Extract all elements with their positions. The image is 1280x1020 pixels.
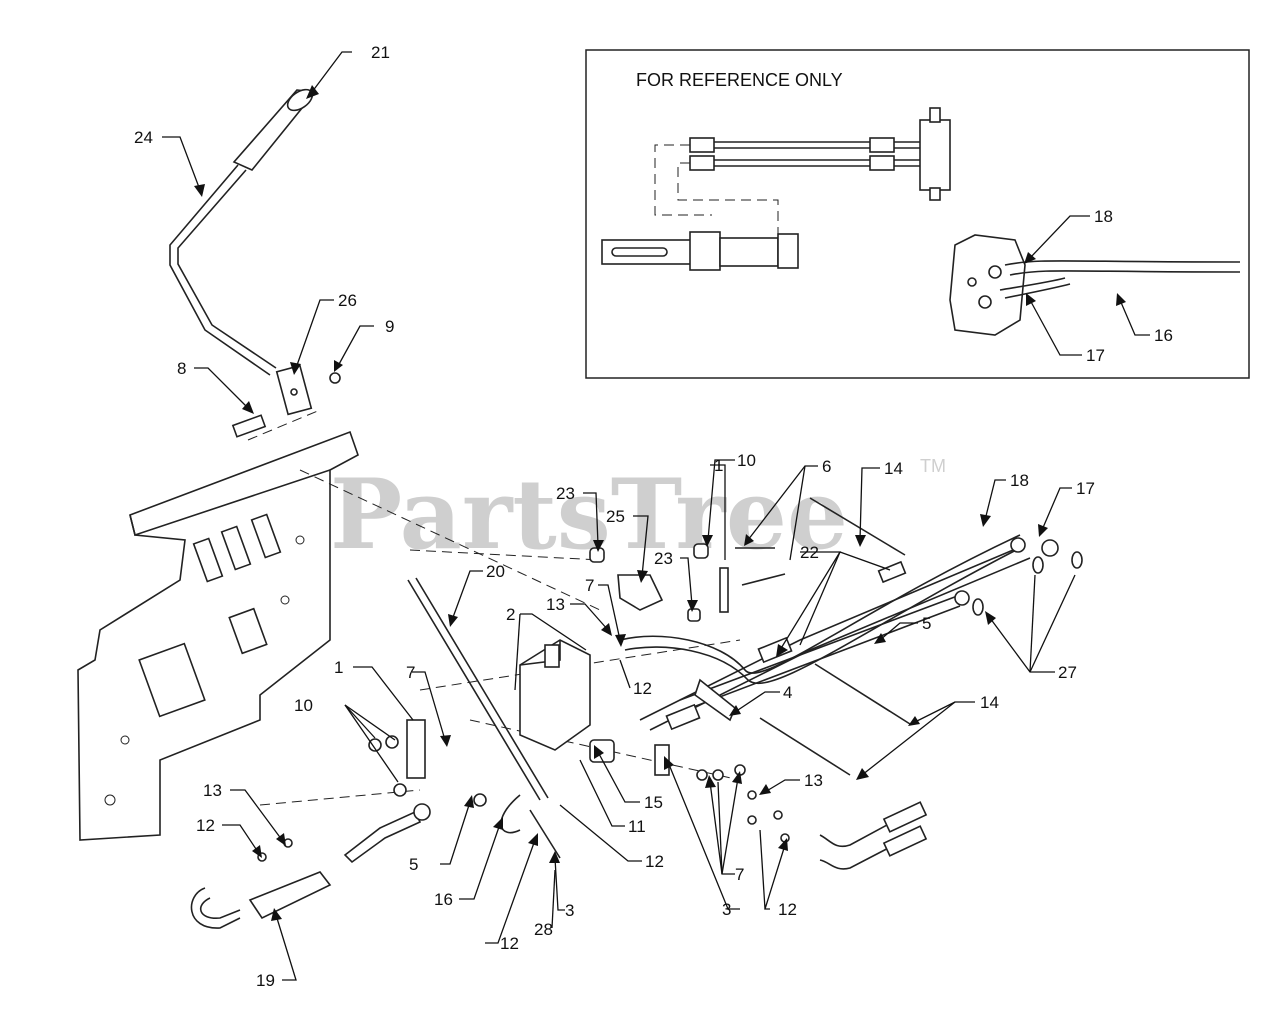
partstree-watermark: PartsTree TM (330, 456, 946, 571)
callout-18-reference: 18 (1094, 207, 1113, 226)
callout-23-right: 23 (654, 549, 673, 568)
frame-panel (77, 430, 359, 841)
hoses-lower (190, 577, 928, 929)
callout-20: 20 (486, 562, 505, 581)
callout-13-right: 13 (804, 771, 823, 790)
watermark-trademark: TM (920, 456, 946, 476)
control-lever (169, 88, 341, 438)
callout-5-right: 5 (922, 614, 931, 633)
callout-27: 27 (1058, 663, 1077, 682)
callout-leaders (162, 51, 1150, 981)
callout-12-bottom: 12 (500, 934, 519, 953)
reference-steering-unit (949, 234, 1241, 336)
callout-2: 2 (506, 605, 515, 624)
callout-10-left: 10 (294, 696, 313, 715)
callout-1-left: 1 (334, 658, 343, 677)
callout-15: 15 (644, 793, 663, 812)
watermark-text: PartsTree (330, 458, 848, 571)
callout-12-upper: 12 (633, 679, 652, 698)
callout-3-left: 3 (565, 901, 574, 920)
callout-16: 16 (434, 890, 453, 909)
callout-5-left: 5 (409, 855, 418, 874)
reference-hoses (601, 107, 951, 271)
callout-7-upper: 7 (585, 576, 594, 595)
callout-labels: 21 24 26 9 8 18 16 17 10 6 14 18 17 23 2… (134, 43, 1173, 990)
valve-assembly (406, 497, 1083, 781)
reference-box-frame (585, 49, 1250, 379)
callout-28: 28 (534, 920, 553, 939)
reference-title: FOR REFERENCE ONLY (636, 70, 843, 90)
callout-18: 18 (1010, 471, 1029, 490)
callout-4: 4 (783, 683, 792, 702)
callout-10-top: 10 (737, 451, 756, 470)
callout-11: 11 (628, 817, 646, 836)
callout-8: 8 (177, 359, 186, 378)
callout-13-upper: 13 (546, 595, 565, 614)
callout-12-middle: 12 (645, 852, 664, 871)
callout-6: 6 (822, 457, 831, 476)
callout-17: 17 (1076, 479, 1095, 498)
assembly-guides (247, 409, 741, 806)
callout-1-right: 1 (714, 456, 723, 475)
callout-3-right: 3 (722, 900, 731, 919)
callout-25: 25 (606, 507, 625, 526)
callout-7-left: 7 (406, 663, 415, 682)
callout-13-left: 13 (203, 781, 222, 800)
callout-26: 26 (338, 291, 357, 310)
callout-12-left: 12 (196, 816, 215, 835)
callout-21: 21 (371, 43, 390, 62)
callout-14-lower: 14 (980, 693, 999, 712)
callout-19: 19 (256, 971, 275, 990)
callout-9: 9 (385, 317, 394, 336)
callout-16-reference: 16 (1154, 326, 1173, 345)
callout-12-right: 12 (778, 900, 797, 919)
callout-22: 22 (800, 543, 819, 562)
callout-24: 24 (134, 128, 153, 147)
reference-inset: FOR REFERENCE ONLY (585, 49, 1250, 379)
callout-7-lower: 7 (735, 865, 744, 884)
callout-17-reference: 17 (1086, 346, 1105, 365)
callout-23-left: 23 (556, 484, 575, 503)
callout-14-top: 14 (884, 459, 903, 478)
